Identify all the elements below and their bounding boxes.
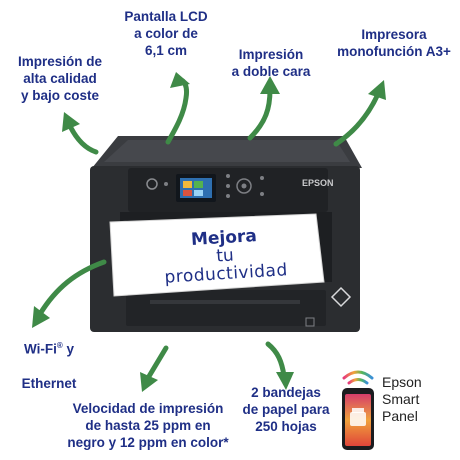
a3-arrow [333,91,381,147]
nfc-icon [330,286,352,308]
lcd-tile [183,181,192,188]
panel-button[interactable] [226,174,230,178]
lcd-tile [194,190,203,196]
arrowhead-icon [140,372,158,392]
wifi-text: Wi-Fi [23,341,57,357]
feature-speed-label: Velocidad de impresión de hasta 25 ppm e… [67,401,229,450]
ethernet-text: Ethernet [21,375,77,391]
printer-lid-top [104,140,350,162]
lcd-tile [183,190,192,196]
feature-wifi-label: Wi-Fi® y Ethernet [4,320,94,392]
panel-button[interactable] [226,194,230,198]
arrowhead-icon [260,76,280,94]
duplex-arrow [247,87,273,141]
arrowhead-icon [170,72,190,88]
dpad-button[interactable] [236,178,252,194]
app-name: Epson Smart Panel [382,374,422,424]
ok-button[interactable] [241,183,247,189]
paper-tray [126,290,326,326]
feature-quality-label: Impresión de alta calidad y bajo coste [17,54,103,103]
epson-smart-panel-app-icon [342,370,374,450]
feature-a3-label: Impresora monofunción A3+ [337,27,451,59]
registered-mark: ® [56,341,63,350]
printer-glyph-icon [352,408,364,413]
quality-arrow [67,123,99,155]
wireless-signal-icon [347,378,369,385]
arrowhead-icon [368,80,386,100]
panel-button[interactable] [260,192,264,196]
printed-paper [109,213,325,297]
tray-indicator [305,317,315,327]
lcd-arrow [165,77,189,145]
feature-trays-label: 2 bandejas de papel para 250 hojas [242,385,330,434]
panel-button[interactable] [226,184,230,188]
trays-arrow [265,341,287,379]
feature-lcd-label: Pantalla LCD a color de 6,1 cm [124,9,208,58]
feature-duplex-label: Impresión a doble cara [231,47,311,79]
wifi-arrow [37,259,107,317]
printer-brand: EPSON [302,178,334,188]
smart-panel-app: Epson Smart Panel [338,364,454,456]
panel-button[interactable] [164,182,168,186]
wireless-signal-icon [342,370,374,380]
tray-slot [150,300,300,304]
speed-arrow [145,345,169,381]
panel-button[interactable] [260,176,264,180]
arrowhead-icon [62,112,80,132]
arrowhead-icon [276,372,294,390]
lcd-tile [194,181,203,188]
printer-glyph-icon [350,412,366,426]
power-button[interactable] [146,178,158,190]
wifi-text-end: y [62,341,75,357]
arrowhead-icon [32,306,50,328]
